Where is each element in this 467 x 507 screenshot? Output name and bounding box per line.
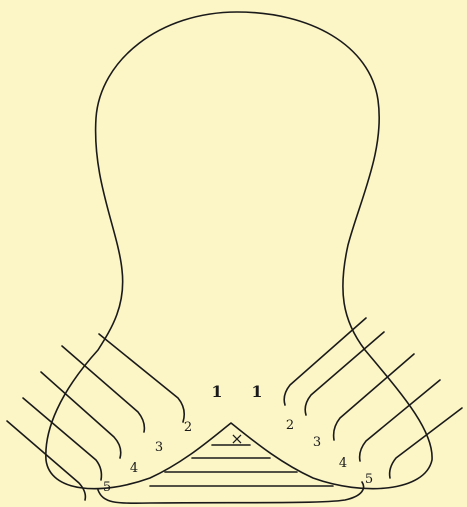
right-line-5: [390, 408, 462, 478]
left-label-5: 5: [103, 480, 111, 495]
bottom-lobe-curve: [98, 482, 364, 503]
right-label-4: 4: [339, 456, 347, 471]
left-label-4: 4: [130, 461, 138, 476]
center-mark: ×: [230, 429, 243, 448]
outline-curve: [46, 12, 432, 489]
left-label-3: 3: [155, 440, 163, 455]
right-label-2: 2: [286, 418, 294, 433]
left-line-1: [99, 334, 184, 422]
right-line-2: [305, 332, 384, 415]
left-line-3: [41, 372, 121, 458]
right-label-3: 3: [313, 435, 321, 450]
center-label-left: 1: [211, 382, 222, 401]
left-line-2: [62, 346, 144, 432]
right-line-3: [334, 354, 414, 440]
center-label-right: 1: [251, 382, 262, 401]
left-label-2: 2: [184, 420, 192, 435]
right-label-5: 5: [365, 472, 373, 487]
